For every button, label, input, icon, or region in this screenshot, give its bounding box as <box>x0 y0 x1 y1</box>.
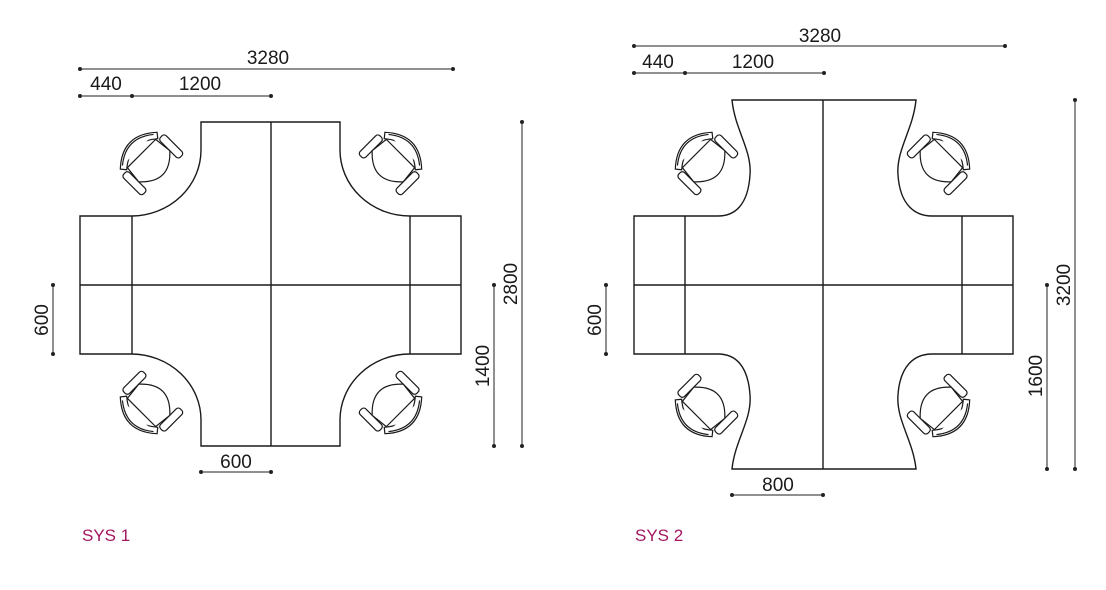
dim-half-depth: 1600 <box>1026 355 1047 397</box>
desk-cluster-1 <box>79 121 462 447</box>
dimension-lines <box>604 44 1077 497</box>
dim-overall-width: 3280 <box>799 26 841 47</box>
dim-return-depth: 600 <box>32 304 53 336</box>
dim-half-depth: 1400 <box>473 345 494 387</box>
system-label: SYS 1 <box>82 526 130 545</box>
system-label: SYS 2 <box>635 526 683 545</box>
chair-icon <box>905 120 982 197</box>
dim-overall-width: 3280 <box>247 48 289 69</box>
chair-icon <box>663 120 740 197</box>
dimension-lines <box>51 67 524 474</box>
dim-desk-width: 1200 <box>179 74 221 95</box>
desk-cluster-2 <box>633 99 1014 470</box>
dim-return-width: 440 <box>90 74 122 95</box>
dim-return-depth: 600 <box>585 304 606 336</box>
chair-icon <box>108 369 185 446</box>
dim-overall-depth: 3200 <box>1054 264 1075 306</box>
chair-icon <box>357 120 434 197</box>
dim-desk-width: 1200 <box>732 52 774 73</box>
chair-icon <box>108 120 185 197</box>
dim-return-width: 440 <box>642 52 674 73</box>
chair-icon <box>905 372 982 449</box>
dim-overall-depth: 2800 <box>501 263 522 305</box>
chair-icon <box>357 369 434 446</box>
system-1: 3280 440 1200 2800 1400 600 600 SYS 1 <box>32 48 524 545</box>
dim-desk-end-width: 800 <box>762 475 794 496</box>
chair-icon <box>663 372 740 449</box>
system-2: 3280 440 1200 3200 1600 600 800 SYS 2 <box>585 26 1077 545</box>
dim-desk-end-width: 600 <box>220 452 252 473</box>
